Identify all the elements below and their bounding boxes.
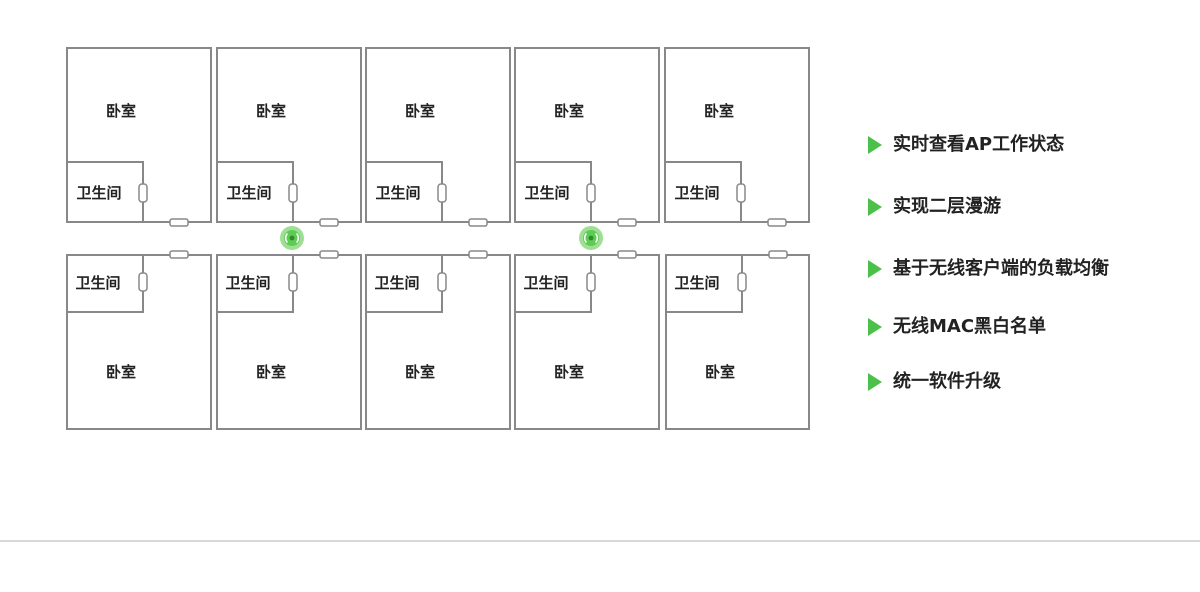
bottom-divider [0,540,1200,542]
window-icon [319,218,339,227]
window-icon [169,218,189,227]
green-triangle-icon [868,373,882,391]
door-icon [138,183,148,203]
door-icon [586,272,596,292]
unit-wall [514,47,660,223]
bedroom-label: 卧室 [106,363,136,381]
window-icon [169,250,189,259]
window-icon [468,218,488,227]
door-icon [586,183,596,203]
door-icon [288,183,298,203]
bathroom-label: 卫生间 [226,184,271,202]
feature-label: 实时查看AP工作状态 [893,134,1065,155]
door-icon [437,272,447,292]
door-icon [437,183,447,203]
bedroom-label: 卧室 [405,363,435,381]
door-icon [736,183,746,203]
feature-label: 基于无线客户端的负载均衡 [893,258,1109,279]
unit-wall [514,254,660,430]
green-triangle-icon [868,318,882,336]
unit-wall [365,254,511,430]
green-triangle-icon [868,198,882,216]
bathroom-label: 卫生间 [674,274,719,292]
window-icon [767,218,787,227]
bedroom-label: 卧室 [405,102,435,120]
bedroom-label: 卧室 [106,102,136,120]
unit-bottom-1: 卫生间 卧室 [66,250,212,430]
unit-wall [66,254,212,430]
bathroom-label: 卫生间 [75,274,120,292]
feature-label: 统一软件升级 [893,371,1001,392]
unit-top-1: 卧室 卫生间 [66,47,212,227]
bathroom-label: 卫生间 [674,184,719,202]
window-icon [468,250,488,259]
wifi-access-point-icon [579,226,603,250]
unit-wall [665,254,810,430]
unit-wall [664,47,810,223]
unit-bottom-4: 卫生间 卧室 [514,250,660,430]
window-icon [617,218,637,227]
unit-bottom-5: 卫生间 卧室 [665,250,810,430]
bedroom-label: 卧室 [554,363,584,381]
window-icon [617,250,637,259]
unit-bottom-3: 卫生间 卧室 [365,250,511,430]
bathroom-label: 卫生间 [374,274,419,292]
unit-top-3: 卧室 卫生间 [365,47,511,227]
window-icon [319,250,339,259]
unit-top-5: 卧室 卫生间 [664,47,810,227]
bedroom-label: 卧室 [256,363,286,381]
unit-bottom-2: 卫生间 卧室 [216,250,362,430]
bathroom-label: 卫生间 [524,184,569,202]
unit-wall [216,254,362,430]
green-triangle-icon [868,136,882,154]
feature-label: 实现二层漫游 [893,196,1001,217]
wifi-access-point-icon [280,226,304,250]
green-triangle-icon [868,260,882,278]
bedroom-label: 卧室 [705,363,735,381]
bedroom-label: 卧室 [256,102,286,120]
unit-wall [365,47,511,223]
bathroom-label: 卫生间 [76,184,121,202]
bathroom-label: 卫生间 [523,274,568,292]
bedroom-label: 卧室 [704,102,734,120]
door-icon [138,272,148,292]
floor-plan: 卧室 卫生间 卧室 卫生间 卧室 卫生间 卧室 卫生间 卧室 卫生间 [66,47,810,430]
unit-top-4: 卧室 卫生间 [514,47,660,227]
bedroom-label: 卧室 [554,102,584,120]
unit-wall [216,47,362,223]
bathroom-label: 卫生间 [375,184,420,202]
door-icon [737,272,747,292]
feature-label: 无线MAC黑白名单 [893,316,1047,337]
window-icon [768,250,788,259]
unit-wall [66,47,212,223]
bathroom-label: 卫生间 [225,274,270,292]
door-icon [288,272,298,292]
unit-top-2: 卧室 卫生间 [216,47,362,227]
